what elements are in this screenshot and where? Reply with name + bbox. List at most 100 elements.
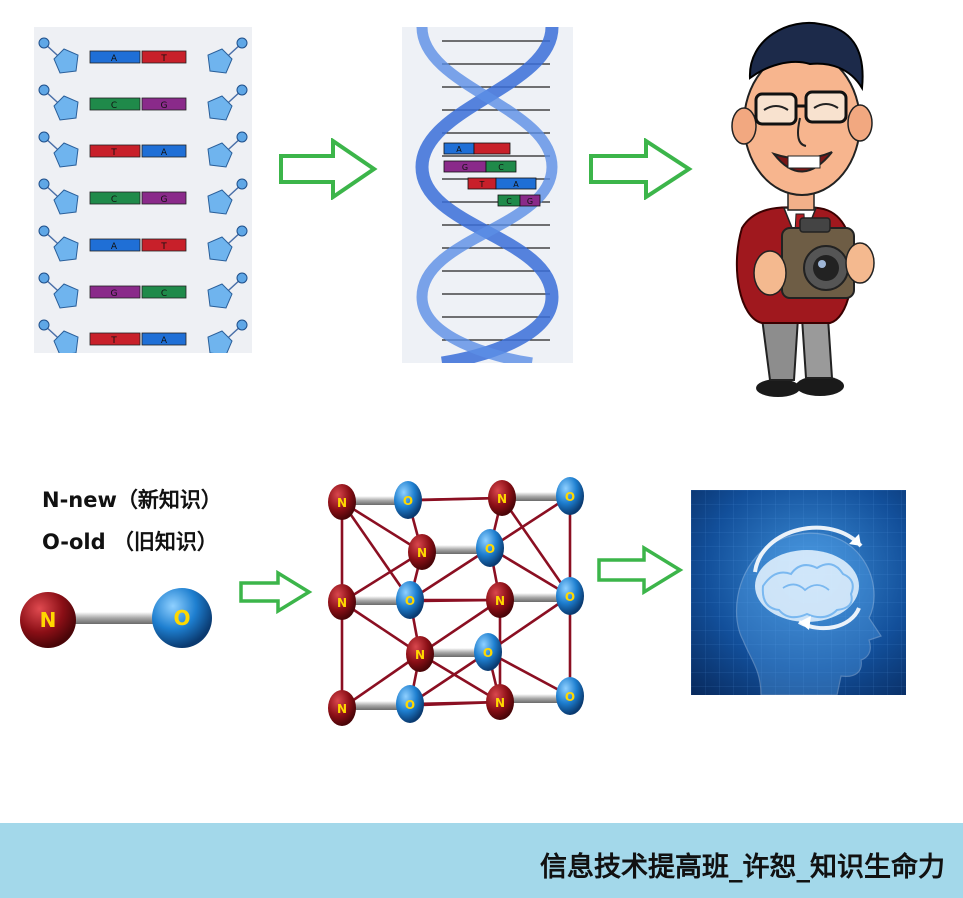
sugar-pentagon: [53, 330, 79, 353]
helix-base: [519, 194, 541, 207]
right-arrow-icon: [239, 570, 313, 614]
lattice-bond: [342, 496, 408, 505]
lattice-n-label: N: [415, 648, 425, 662]
helix-base: [495, 177, 537, 190]
lattice-o-atom: [556, 677, 584, 715]
base-letter: A: [161, 336, 168, 346]
sugar-pentagon: [53, 189, 79, 215]
lattice-link: [409, 650, 489, 706]
lattice-bond: [420, 648, 488, 657]
lattice-bond: [502, 492, 570, 501]
lattice-link: [409, 700, 501, 706]
lattice-o-label: O: [485, 542, 495, 556]
base-letter: G: [161, 195, 168, 205]
lattice-o-label: O: [403, 494, 413, 508]
base-letter: A: [111, 242, 118, 252]
helix-base-letter: A: [513, 180, 519, 189]
lattice-link: [419, 598, 501, 656]
base-block: [141, 332, 187, 346]
lattice-n-label: N: [337, 702, 347, 716]
base-block: [141, 191, 187, 205]
lattice-o-label: O: [405, 594, 415, 608]
lattice-link: [487, 594, 571, 654]
base-block: [89, 50, 141, 64]
o-atom: [152, 588, 212, 648]
helix-base-letter: C: [498, 163, 504, 172]
helix-base: [473, 142, 511, 155]
lattice-n-label: N: [497, 492, 507, 506]
lattice-link: [489, 546, 571, 598]
lattice-n-label: N: [337, 496, 347, 510]
brain-head-panel: [691, 490, 906, 695]
phosphate-node: [236, 225, 248, 237]
sugar-pentagon: [207, 236, 233, 262]
arrow-bottom-2: [596, 545, 684, 595]
lattice-o-label: O: [565, 590, 575, 604]
legend-n-new: N-new（新知识）: [42, 488, 222, 512]
lattice-link: [409, 546, 491, 602]
lattice-link: [341, 500, 423, 554]
single-molecule: N O: [18, 580, 218, 660]
arrow-top-1: [278, 138, 378, 200]
phosphate-node: [236, 131, 248, 143]
lattice-link: [341, 550, 423, 604]
base-block: [89, 144, 141, 158]
base-letter: C: [161, 289, 167, 299]
base-block: [141, 238, 187, 252]
sugar-pentagon: [53, 95, 79, 121]
lattice-o-atom: [556, 577, 584, 615]
sugar-pentagon: [53, 236, 79, 262]
base-block: [141, 97, 187, 111]
sugar-pentagon: [53, 142, 79, 168]
cartoon-photographer-panel: [720, 18, 890, 400]
lattice-o-label: O: [565, 690, 575, 704]
arrow-top-2: [588, 138, 693, 200]
lattice-n-atom: [328, 484, 356, 520]
lattice-link: [489, 494, 571, 550]
helix-base-letter: A: [456, 145, 462, 154]
base-letter: C: [111, 195, 117, 205]
base-letter: T: [110, 336, 117, 346]
phosphate-node: [38, 319, 50, 331]
base-block: [89, 332, 141, 346]
lattice-link: [500, 497, 572, 597]
phosphate-node: [38, 178, 50, 190]
phosphate-node: [38, 225, 50, 237]
lattice-n-label: N: [337, 596, 347, 610]
sugar-pentagon: [207, 330, 233, 353]
base-letter: G: [161, 101, 168, 111]
base-block: [141, 285, 187, 299]
lattice-n-atom: [328, 690, 356, 726]
sugar-pentagon: [207, 95, 233, 121]
n-atom-label: N: [40, 608, 57, 632]
right-arrow-icon: [589, 138, 693, 200]
molecule-icon: N O: [20, 588, 212, 648]
lattice-n-label: N: [495, 696, 505, 710]
o-atom-label: O: [173, 606, 190, 630]
phosphate-node: [38, 37, 50, 49]
lattice-link: [340, 501, 412, 601]
lattice-o-label: O: [565, 490, 575, 504]
lattice-link: [419, 652, 501, 704]
lattice-o-atom: [396, 581, 424, 619]
base-block: [141, 144, 187, 158]
base-block: [89, 191, 141, 205]
sugar-pentagon: [207, 283, 233, 309]
lattice-o-atom: [556, 477, 584, 515]
lattice-link: [487, 650, 571, 698]
base-letter: A: [111, 54, 118, 64]
legend-o-old: O-old （旧知识）: [42, 530, 218, 554]
base-block: [141, 50, 187, 64]
base-letter: A: [161, 148, 168, 158]
helix-base-letter: T: [479, 180, 485, 189]
helix-base-letter: G: [462, 163, 468, 172]
lattice-bond: [500, 694, 570, 703]
phosphate-node: [236, 84, 248, 96]
sugar-pentagon: [207, 48, 233, 74]
helix-base: [485, 160, 517, 173]
